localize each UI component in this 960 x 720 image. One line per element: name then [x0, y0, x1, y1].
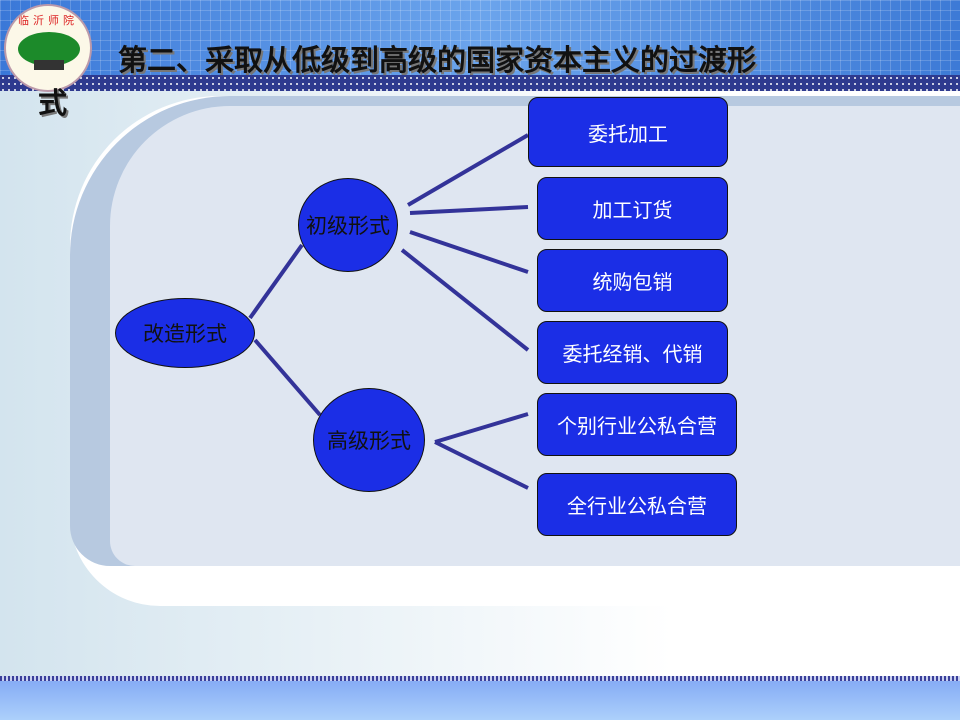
line-advanced-2 — [434, 440, 529, 490]
advanced-item: 全行业公私合营 — [537, 473, 737, 536]
university-logo: 临沂师院 — [4, 4, 92, 92]
primary-item: 委托经销、代销 — [537, 321, 728, 384]
advanced-item: 个别行业公私合营 — [537, 393, 737, 456]
line-advanced-1 — [434, 412, 529, 444]
root-node: 改造形式 — [115, 298, 255, 368]
advanced-form-node: 高级形式 — [313, 388, 425, 492]
primary-item: 统购包销 — [537, 249, 728, 312]
primary-item: 加工订货 — [537, 177, 728, 240]
footer-dotted-line — [0, 676, 960, 681]
line-root-advanced — [253, 338, 322, 417]
primary-item: 委托加工 — [528, 97, 728, 167]
line-primary-2 — [409, 205, 529, 215]
line-root-primary — [248, 243, 304, 320]
header-banner — [0, 0, 960, 75]
logo-text: 临沂师院 — [18, 14, 78, 27]
line-primary-4 — [400, 248, 530, 352]
slide-title: 第二、采取从低级到高级的国家资本主义的过渡形 — [118, 43, 757, 77]
line-primary-3 — [409, 230, 529, 274]
primary-form-node: 初级形式 — [298, 178, 398, 272]
footer-band — [0, 681, 960, 720]
logo-base — [34, 60, 64, 70]
header-dotted-band — [0, 75, 960, 91]
slide-title-continued: 式 — [38, 86, 68, 120]
line-primary-1 — [406, 133, 530, 207]
